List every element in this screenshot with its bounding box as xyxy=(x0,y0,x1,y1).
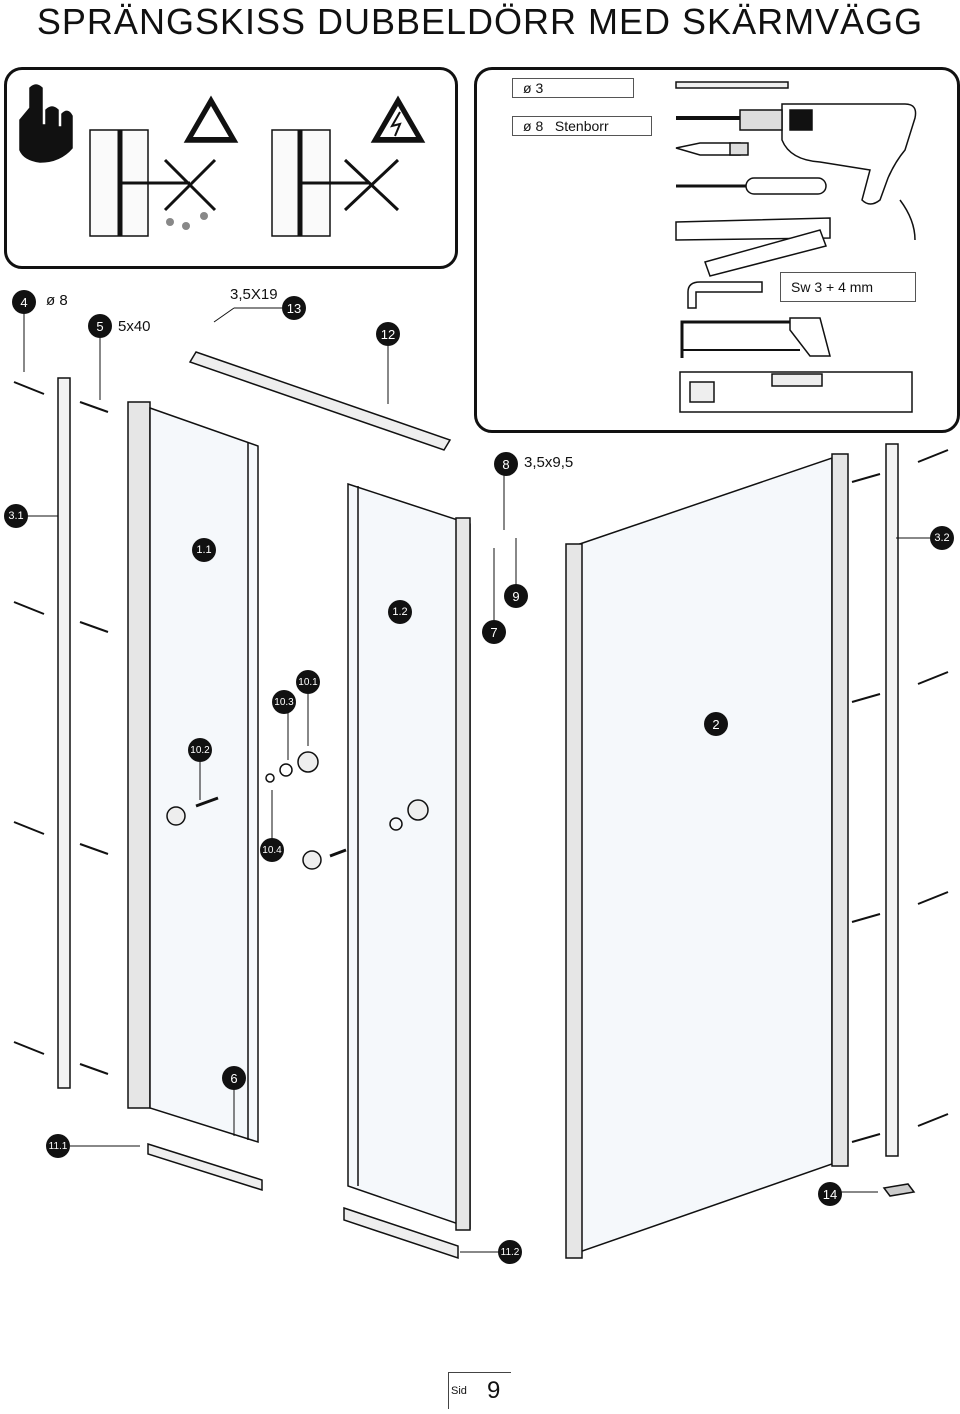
part-5-dim: 5x40 xyxy=(118,318,151,335)
bottom-seal-11-1 xyxy=(147,1142,263,1192)
page-footer: Sid 9 xyxy=(448,1372,511,1409)
bottom-seal-11-2 xyxy=(343,1206,459,1260)
page-title: SPRÄNGSKISS DUBBELDÖRR MED SKÄRMVÄGG xyxy=(36,1,924,42)
part-13-dim: 3,5X19 xyxy=(230,286,278,303)
part-11-2-marker: 11.2 xyxy=(498,1240,522,1264)
part-6-marker: 6 xyxy=(222,1066,246,1090)
part-11-1-marker: 11.1 xyxy=(46,1134,70,1158)
handle-parts xyxy=(166,751,429,870)
part-8-dim: 3,5x9,5 xyxy=(524,454,574,471)
drill-size-3-tag: ø 3 xyxy=(512,78,634,98)
part-1-1-marker: 1.1 xyxy=(192,538,216,562)
page-label: Sid xyxy=(451,1385,467,1397)
spirit-level-icon xyxy=(679,371,913,413)
stone-bit-label: Stenborr xyxy=(554,118,609,134)
wall-profile-3-2 xyxy=(885,443,899,1157)
part-14-marker: 14 xyxy=(818,1182,842,1206)
part-5-marker: 5 xyxy=(88,314,112,338)
page-number: 9 xyxy=(487,1377,501,1404)
pencil-icon xyxy=(675,142,749,156)
part-4-dim: ø 8 xyxy=(46,292,68,309)
door-panel-1-1 xyxy=(127,401,259,1144)
part-12-marker: 12 xyxy=(376,322,400,346)
part-4-marker: 4 xyxy=(12,290,36,314)
part-13-marker: 13 xyxy=(282,296,306,320)
part-10-2-marker: 10.2 xyxy=(188,738,212,762)
part-10-1-marker: 10.1 xyxy=(296,670,320,694)
floor-pad-14 xyxy=(882,1183,916,1197)
drill-bit xyxy=(675,81,789,89)
fixed-panel-2 xyxy=(565,453,849,1259)
wall-section-water xyxy=(89,129,217,237)
folding-ruler-icon xyxy=(675,217,831,277)
screwdriver-icon xyxy=(676,177,827,195)
hex-key-icon xyxy=(687,281,763,309)
wall-profile-3-1 xyxy=(57,377,71,1089)
stabilizer-bar-12 xyxy=(188,351,452,451)
part-2-marker: 2 xyxy=(704,712,728,736)
part-3-2-marker: 3.2 xyxy=(930,526,954,550)
wall-screws-left xyxy=(13,381,109,1075)
part-3-1-marker: 3.1 xyxy=(4,504,28,528)
part-10-4-marker: 10.4 xyxy=(260,838,284,862)
part-9-marker: 9 xyxy=(504,584,528,608)
hex-key-size-tag: Sw 3 + 4 mm xyxy=(780,272,916,302)
wall-section-electric xyxy=(271,129,400,237)
door-panel-1-2 xyxy=(347,482,471,1231)
part-8-marker: 8 xyxy=(494,452,518,476)
wall-screws-right xyxy=(851,449,949,1143)
warning-panel xyxy=(4,67,458,269)
drill-icon xyxy=(676,103,917,241)
drill-size-8-tag: ø 8 Stenborr xyxy=(512,116,652,136)
part-1-2-marker: 1.2 xyxy=(388,600,412,624)
part-7-marker: 7 xyxy=(482,620,506,644)
hand-caution-icon xyxy=(19,84,73,163)
hacksaw-icon xyxy=(680,317,831,358)
part-10-3-marker: 10.3 xyxy=(272,690,296,714)
